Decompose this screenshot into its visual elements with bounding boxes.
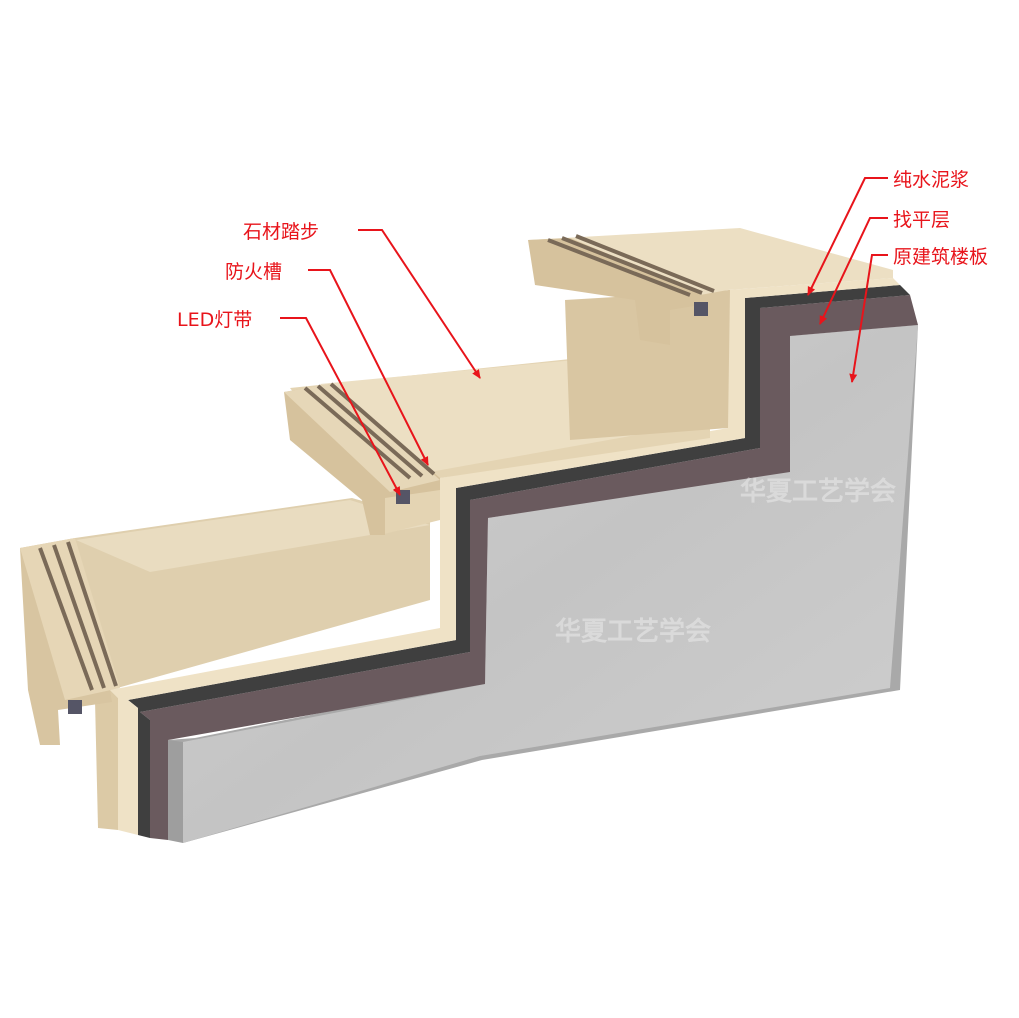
leader-lines bbox=[280, 177, 888, 496]
leader-fire-groove bbox=[308, 269, 429, 466]
leader-led-strip bbox=[280, 317, 401, 496]
leader-leveling bbox=[819, 217, 888, 325]
label-fire-groove: 防火槽 bbox=[225, 261, 282, 283]
label-stone-tread: 石材踏步 bbox=[243, 221, 319, 243]
lower-step bbox=[75, 498, 430, 830]
leader-stone-tread bbox=[358, 229, 481, 379]
concrete-slab bbox=[168, 325, 918, 843]
label-led-strip: LED灯带 bbox=[177, 309, 252, 331]
leader-cement-paste bbox=[807, 177, 888, 296]
led-fixture-lower bbox=[68, 700, 82, 714]
watermark-2: 华夏工艺学会 bbox=[555, 616, 711, 647]
led-fixture-upper bbox=[694, 302, 708, 316]
leader-slab bbox=[849, 254, 888, 383]
watermark-1: 华夏工艺学会 bbox=[740, 476, 896, 507]
label-slab: 原建筑楼板 bbox=[893, 246, 988, 268]
label-cement-paste: 纯水泥浆 bbox=[893, 169, 969, 191]
upper-nosing bbox=[528, 234, 715, 345]
lower-nosing bbox=[20, 538, 120, 745]
label-leveling-layer: 找平层 bbox=[893, 209, 950, 231]
leveling-layer bbox=[140, 295, 918, 840]
